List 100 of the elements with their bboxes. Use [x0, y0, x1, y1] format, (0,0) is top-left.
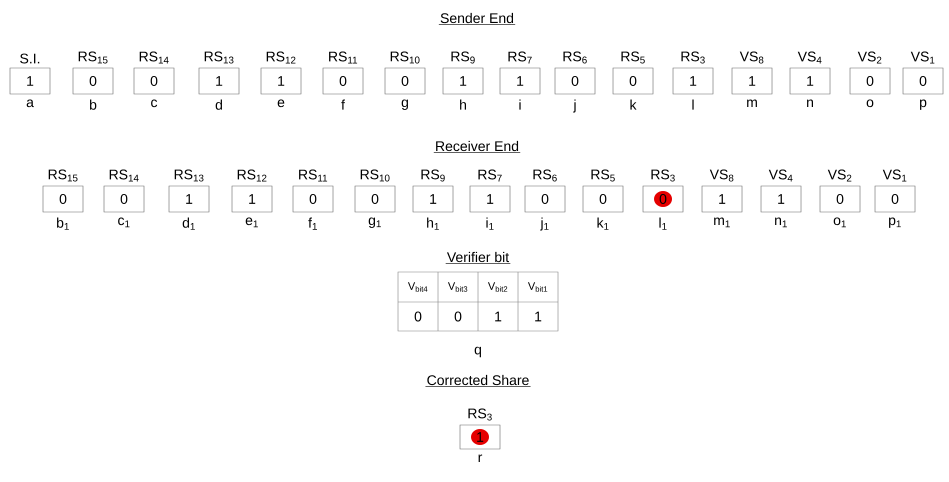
- position-letter: d$_{1}$: [182, 218, 195, 230]
- position-letter: a: [26, 99, 34, 108]
- node-label: RS$_{9}$: [451, 51, 475, 64]
- position-letter: e$_{1}$: [246, 217, 258, 228]
- position-letter: l$_{1}$: [659, 218, 667, 230]
- position-letter: n: [807, 99, 813, 108]
- node-label: RS$_{5}$: [621, 51, 645, 64]
- bit-box: 1 RS$_{12}$: [260, 52, 302, 94]
- bit-box: 1 S.I.: [10, 54, 50, 94]
- position-letter: h$_{1}$: [427, 218, 439, 230]
- position-letter: r: [478, 454, 482, 462]
- bit-box: 0 RS$_{5}$: [582, 169, 624, 212]
- node-label: RS$_{13}$: [174, 169, 204, 182]
- bit-box: 1 RS$_{12}$: [232, 170, 272, 212]
- bit-box: 0 VS$_{2}$: [850, 52, 890, 94]
- node-label: RS$_{14}$: [140, 52, 169, 64]
- node-label: RS$_{9}$: [421, 169, 445, 182]
- node-label: VS$_{1}$: [882, 170, 906, 182]
- node-label: RS$_{12}$: [266, 52, 296, 64]
- node-label: RS$_{15}$: [48, 169, 78, 182]
- bit-box: 0 VS$_{2}$: [820, 170, 860, 212]
- position-letter: j$_{1}$: [540, 218, 549, 231]
- bit-box: 1 RS$_{7}$: [500, 52, 540, 94]
- node-label: VS$_{4}$: [798, 52, 822, 64]
- position-letter: i: [519, 100, 521, 110]
- node-label: VS$_{2}$: [858, 52, 882, 64]
- position-letter: o: [866, 99, 874, 108]
- position-letter: b$_{1}$: [57, 218, 69, 230]
- bit-box: 1 VS$_{8}$: [732, 51, 772, 94]
- position-letter: b: [90, 100, 96, 110]
- table-letter: q: [474, 346, 482, 358]
- position-letter: p$_{1}$: [889, 218, 901, 228]
- column-header: V$_{bit2}$: [488, 282, 508, 292]
- section-title: Receiver End: [433, 140, 521, 153]
- bit-box: 1 RS$_{13}$: [198, 51, 240, 94]
- bit-box: 0 RS$_{15}$: [72, 51, 114, 94]
- position-letter: l: [692, 100, 694, 110]
- node-label: VS$_{8}$: [710, 169, 734, 182]
- bit-box: 1 RS$_{9}$: [412, 169, 454, 212]
- bit-box: 0 RS$_{11}$: [292, 170, 334, 212]
- position-letter: c: [151, 99, 158, 108]
- position-letter: g: [402, 100, 408, 110]
- column-header: V$_{bit1}$: [528, 282, 548, 292]
- bit-value: 1: [495, 312, 502, 322]
- position-letter: m$_{1}$: [714, 217, 730, 228]
- node-label: VS$_{8}$: [740, 51, 764, 64]
- bit-value: 0: [454, 312, 462, 322]
- bit-box: 0 RS$_{6}$: [524, 169, 566, 212]
- node-label: RS$_{10}$: [360, 169, 390, 182]
- node-label: RS$_{3}$: [468, 408, 492, 420]
- bit-box: 1 RS$_{3}$: [672, 51, 714, 94]
- bit-box: 0 RS$_{14}$: [104, 170, 144, 212]
- node-label: S.I.: [20, 54, 40, 64]
- node-label: RS$_{5}$: [591, 169, 615, 182]
- bit-value: 0: [414, 312, 422, 322]
- node-label: RS$_{11}$: [299, 170, 328, 182]
- node-label: RS$_{14}$: [110, 170, 139, 182]
- position-letter: k$_{1}$: [597, 218, 608, 230]
- bit-box: 0 RS$_{10}$: [384, 51, 426, 94]
- position-letter: f: [341, 100, 345, 110]
- bit-box: 1 VS$_{4}$: [790, 52, 830, 94]
- bit-box: 0 RS$_{6}$: [554, 51, 596, 94]
- position-letter: n$_{1}$: [775, 217, 787, 228]
- bit-box: 0 RS$_{14}$: [134, 52, 174, 94]
- node-label: RS$_{3}$: [651, 169, 675, 182]
- position-letter: p: [920, 100, 926, 110]
- node-label: RS$_{13}$: [204, 51, 234, 64]
- node-label: RS$_{6}$: [533, 169, 557, 182]
- section-title: Corrected Share: [425, 374, 531, 387]
- node-label: RS$_{11}$: [329, 52, 358, 64]
- node-label: RS$_{3}$: [681, 51, 705, 64]
- node-label: VS$_{2}$: [828, 170, 852, 182]
- bit-box: 0 VS$_{1}$: [874, 170, 916, 212]
- bit-box: 1 VS$_{4}$: [760, 170, 802, 212]
- node-label: RS$_{7}$: [478, 170, 502, 182]
- position-letter: h: [460, 100, 466, 110]
- position-letter: o$_{1}$: [834, 217, 846, 228]
- position-letter: g$_{1}$: [368, 218, 381, 228]
- column-header: V$_{bit3}$: [448, 282, 468, 292]
- position-letter: i$_{1}$: [486, 218, 494, 230]
- position-letter: f$_{1}$: [308, 218, 317, 230]
- node-label: RS$_{10}$: [390, 51, 420, 64]
- bit-box: 0 RS$_{11}$: [322, 52, 364, 94]
- node-label: RS$_{12}$: [238, 170, 266, 182]
- section-title: Sender End: [438, 12, 516, 25]
- position-letter: c$_{1}$: [118, 217, 130, 228]
- position-letter: e: [278, 99, 284, 108]
- position-letter: d: [216, 100, 222, 110]
- section-title: Verifier bit: [445, 252, 511, 264]
- bit-box: 1 RS$_{3}$: [460, 408, 500, 450]
- bit-box: 1 RS$_{9}$: [442, 51, 484, 94]
- bit-box: 0 VS$_{1}$: [902, 52, 944, 94]
- node-label: RS$_{7}$: [508, 52, 532, 64]
- bit-value: 1: [535, 312, 542, 322]
- bit-box: 1 RS$_{7}$: [470, 170, 510, 212]
- bit-box: 1 VS$_{8}$: [702, 169, 742, 212]
- column-header: V$_{bit4}$: [408, 282, 428, 292]
- node-label: RS$_{6}$: [563, 51, 587, 64]
- node-label: RS$_{15}$: [78, 51, 108, 64]
- position-letter: k: [630, 100, 637, 110]
